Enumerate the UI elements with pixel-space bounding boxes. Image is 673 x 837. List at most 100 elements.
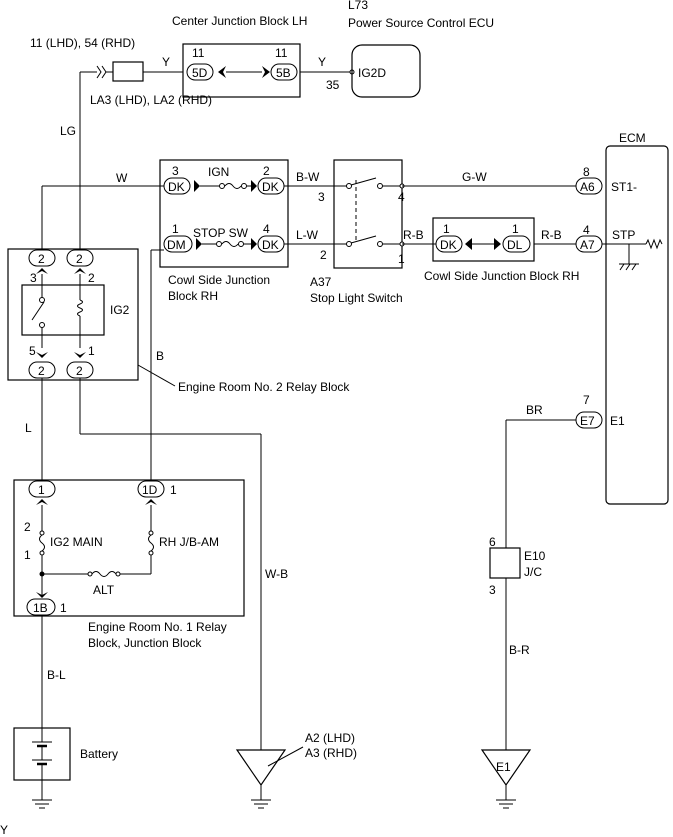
wire-y2: Y bbox=[318, 55, 326, 69]
la-label: LA3 (LHD), LA2 (RHD) bbox=[90, 93, 212, 107]
ecu-pin: 35 bbox=[326, 78, 340, 92]
rb2-t1: 2 bbox=[38, 252, 45, 266]
relay-block-1-name1: Engine Room No. 1 Relay bbox=[88, 620, 227, 634]
ecu-name: Power Source Control ECU bbox=[348, 16, 494, 30]
ecm-conn-a6 bbox=[575, 177, 603, 195]
rb1-c3: 1B bbox=[33, 601, 48, 615]
relay-block-1 bbox=[13, 479, 245, 617]
rb1-c2: 1D bbox=[142, 483, 158, 497]
rb2-p1: 1 bbox=[88, 344, 95, 358]
battery-label: Battery bbox=[80, 747, 118, 761]
rb1-c1: 1 bbox=[38, 483, 45, 497]
relay-block-2 bbox=[7, 248, 139, 381]
connector-chevron-icon bbox=[96, 65, 107, 79]
cowl-rh-name: Cowl Side Junction Block RH bbox=[424, 269, 579, 283]
footer-mark: Y bbox=[0, 823, 8, 837]
cowl-name1: Cowl Side Junction bbox=[168, 273, 270, 287]
wire-rb2: R-B bbox=[541, 228, 562, 242]
cowl-jb-right bbox=[432, 217, 535, 262]
alt-label: ALT bbox=[93, 583, 115, 597]
rb1-c2-pin: 1 bbox=[170, 483, 177, 497]
ecm-a7-pin: 4 bbox=[583, 223, 590, 237]
cowl-p2: 2 bbox=[263, 164, 270, 178]
ecm-st1: ST1- bbox=[611, 180, 637, 194]
ecm-e7-pin: 7 bbox=[583, 393, 590, 407]
switch-name: Stop Light Switch bbox=[310, 291, 403, 305]
wire-w: W bbox=[116, 171, 128, 185]
chassis-ground-icon bbox=[619, 263, 637, 271]
relay-block-2-name: Engine Room No. 2 Relay Block bbox=[178, 380, 350, 394]
switch-p1: 1 bbox=[398, 252, 405, 266]
ecm-a6-pin: 8 bbox=[583, 165, 590, 179]
connector-arrow-icon bbox=[218, 66, 226, 78]
cowl-p4: 4 bbox=[263, 222, 270, 236]
ecm-stp: STP bbox=[612, 228, 635, 242]
ig2-relay-box bbox=[21, 284, 105, 336]
stop-sw-label: STOP SW bbox=[193, 226, 249, 240]
resistor-icon bbox=[645, 238, 663, 250]
switch-p3: 3 bbox=[318, 190, 325, 204]
switch-id: A37 bbox=[310, 275, 332, 289]
wire-l: L bbox=[25, 421, 32, 435]
rb1-p2: 2 bbox=[24, 520, 31, 534]
la-splice-box bbox=[112, 61, 144, 82]
jc-p3: 3 bbox=[489, 583, 496, 597]
rb2-t2: 2 bbox=[76, 252, 83, 266]
cjb-box bbox=[182, 43, 301, 98]
ecm-e7: E7 bbox=[580, 414, 595, 428]
rb1-p1: 1 bbox=[24, 548, 31, 562]
rb2-p5: 5 bbox=[29, 344, 36, 358]
fusible-link-icon bbox=[148, 534, 154, 552]
rb2-t4: 2 bbox=[76, 364, 83, 378]
rb1-conn-1 bbox=[28, 480, 56, 498]
wire-bw: B-W bbox=[296, 170, 320, 184]
cowl-conn-dm bbox=[163, 235, 193, 253]
rb2-conn-top-right bbox=[66, 249, 94, 267]
cowl-p3: 1 bbox=[172, 222, 179, 236]
cowl-c4: DK bbox=[262, 238, 279, 252]
cowl-conn-dk1 bbox=[163, 177, 191, 195]
wire-rb1: R-B bbox=[403, 228, 424, 242]
cjb-right-conn: 5B bbox=[276, 66, 291, 80]
cjb-conn-5b bbox=[270, 63, 298, 81]
relay-block-1-name2: Block, Junction Block bbox=[88, 636, 202, 650]
alt-fusible-link-icon bbox=[91, 571, 117, 577]
wire-br: BR bbox=[526, 403, 543, 417]
cjb-conn-5d bbox=[186, 63, 214, 81]
rb2-p2: 2 bbox=[88, 271, 95, 285]
ecu-terminal: IG2D bbox=[358, 66, 386, 80]
ground-a-line1: A2 (LHD) bbox=[305, 731, 355, 745]
rb2-p3: 3 bbox=[30, 271, 37, 285]
cowl-rh-c2: DL bbox=[507, 238, 523, 252]
jc-box bbox=[489, 547, 521, 579]
rb2-conn-top-left bbox=[28, 249, 56, 267]
la-pins: 11 (LHD), 54 (RHD) bbox=[30, 36, 135, 50]
jc-p6: 6 bbox=[489, 535, 496, 549]
ecm-a6: A6 bbox=[580, 180, 595, 194]
wire-gw: G-W bbox=[462, 170, 487, 184]
cowl-jb-left bbox=[159, 159, 289, 268]
cowl-name2: Block RH bbox=[168, 289, 218, 303]
wire-lg: LG bbox=[60, 124, 76, 138]
ign-label: IGN bbox=[208, 165, 229, 179]
rb2-t3: 2 bbox=[38, 364, 45, 378]
cjb-left-pin: 11 bbox=[192, 46, 205, 60]
wire-b: B bbox=[156, 349, 164, 363]
ecm-title: ECM bbox=[619, 131, 646, 145]
cowl-rh-c1: DK bbox=[440, 238, 457, 252]
cowl-rh-p1: 1 bbox=[443, 222, 450, 236]
wire-y1: Y bbox=[162, 55, 170, 69]
relay-ig2-label: IG2 bbox=[110, 303, 130, 317]
switch-p4: 4 bbox=[398, 190, 405, 204]
cowl-rh-conn-dk bbox=[435, 235, 463, 253]
ground-a-icon bbox=[235, 749, 287, 787]
ground-e1-label: E1 bbox=[496, 760, 511, 774]
jc-id: E10 bbox=[524, 549, 546, 563]
rb1-conn-1d bbox=[137, 480, 165, 498]
ecm-e1: E1 bbox=[610, 414, 625, 428]
stop-light-switch-box bbox=[333, 159, 403, 269]
wire-bl: B-L bbox=[47, 668, 66, 682]
connector-arrow-icon bbox=[262, 66, 270, 78]
wire-wb: W-B bbox=[265, 567, 288, 581]
